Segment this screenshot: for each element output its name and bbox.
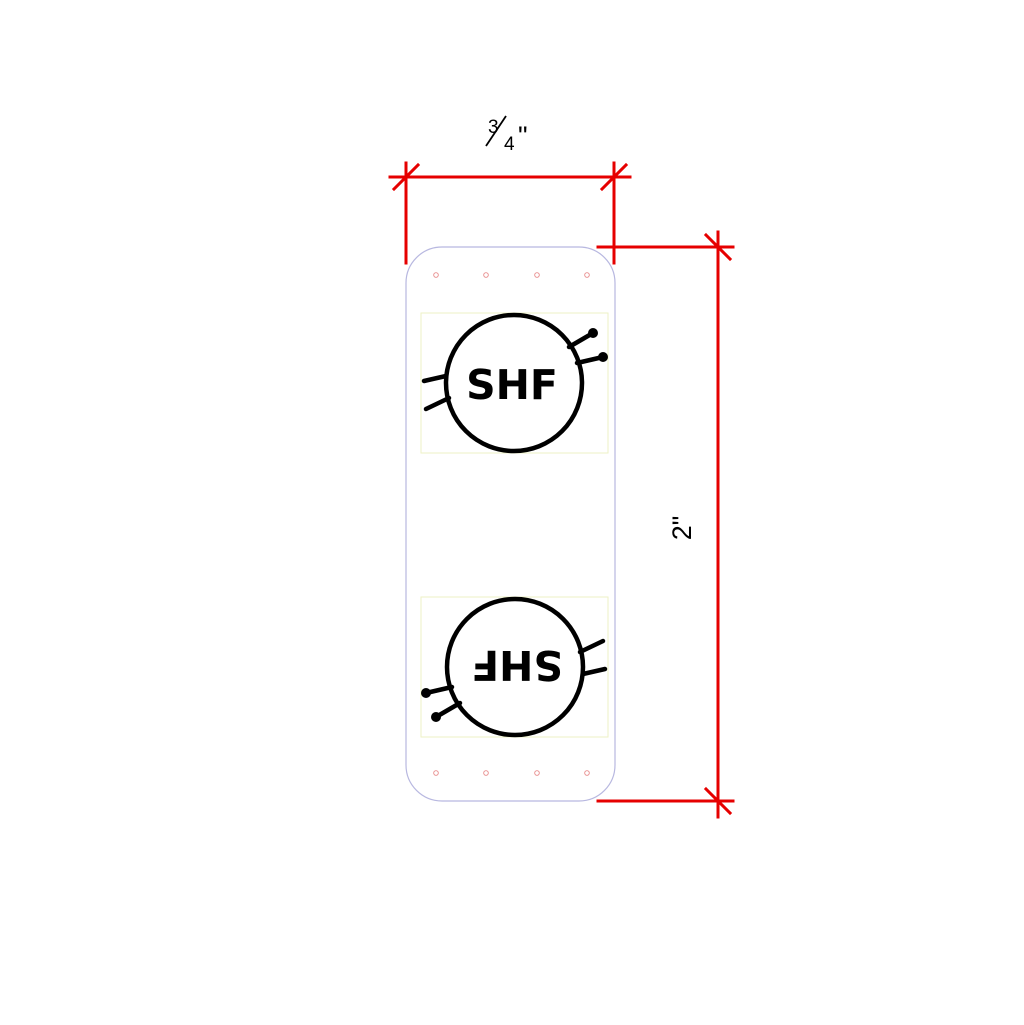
height-dimension	[596, 230, 735, 819]
logo-upright: SHF	[420, 312, 609, 454]
width-denominator: 4	[504, 134, 515, 155]
logo-circle	[444, 596, 586, 738]
hole	[483, 770, 489, 776]
lead-dot	[431, 712, 441, 722]
tick-mark	[703, 786, 733, 816]
fraction-slash	[485, 115, 507, 147]
lead-line	[423, 395, 452, 412]
tick-mark	[391, 162, 421, 192]
width-numerator: 3	[488, 117, 499, 138]
lead-dot	[588, 328, 598, 338]
hole	[534, 272, 540, 278]
logo-circle	[443, 312, 585, 454]
logo-inverted: SHF	[420, 596, 609, 738]
logo-text: SHF	[466, 361, 558, 409]
holes-bottom	[433, 770, 590, 776]
tick-mark	[599, 162, 629, 192]
width-label: 3 4 "	[485, 115, 528, 155]
logo-text: SHF	[471, 641, 563, 689]
holes-top	[433, 272, 590, 278]
hole	[433, 770, 439, 776]
lead-line	[421, 373, 449, 384]
lead-line	[580, 666, 608, 677]
hole	[584, 770, 590, 776]
hole	[483, 272, 489, 278]
tick-mark	[703, 232, 733, 262]
lead-line	[577, 638, 606, 655]
lead-dot	[598, 352, 608, 362]
lead-dot	[421, 688, 431, 698]
hole	[433, 272, 439, 278]
hole	[534, 770, 540, 776]
width-unit: "	[518, 121, 528, 151]
hole	[584, 272, 590, 278]
height-label: 2"	[667, 516, 697, 541]
